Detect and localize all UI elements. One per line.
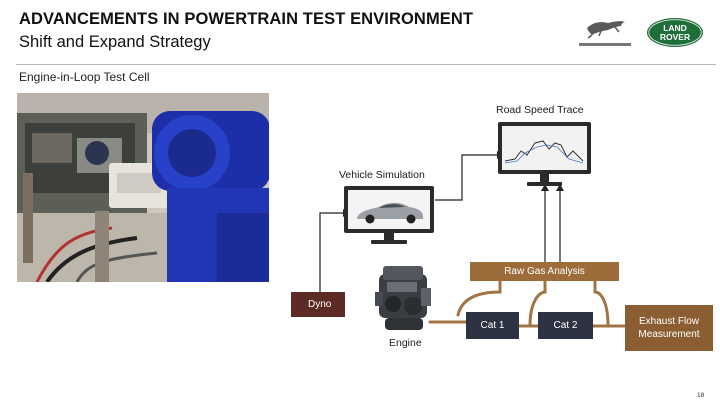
exhaust-flow-measurement-box: Exhaust Flow Measurement xyxy=(625,305,713,351)
engine-icon xyxy=(375,266,431,330)
engine-label: Engine xyxy=(389,337,422,349)
road-speed-trace-label: Road Speed Trace xyxy=(496,104,584,116)
raw-gas-analysis-box: Raw Gas Analysis xyxy=(470,262,619,281)
page-number: 18 xyxy=(697,392,705,399)
header-divider xyxy=(16,64,716,65)
land-rover-line2: ROVER xyxy=(660,32,690,42)
land-rover-logo: LAND ROVER xyxy=(647,18,703,47)
vehicle-simulation-monitor xyxy=(344,186,434,244)
land-rover-line1: LAND xyxy=(663,23,687,33)
page-title: ADVANCEMENTS IN POWERTRAIN TEST ENVIRONM… xyxy=(19,10,474,28)
jaguar-logo xyxy=(579,21,631,46)
vehicle-simulation-label: Vehicle Simulation xyxy=(339,169,425,181)
road-speed-monitor xyxy=(498,122,591,186)
dyno-box: Dyno xyxy=(291,292,345,317)
cat-2-box: Cat 2 xyxy=(538,312,593,339)
cat-1-box: Cat 1 xyxy=(466,312,519,339)
section-label: Engine-in-Loop Test Cell xyxy=(19,70,150,84)
test-cell-photo xyxy=(17,93,269,282)
exhaust-line-2: Measurement xyxy=(638,329,700,340)
page-subtitle: Shift and Expand Strategy xyxy=(19,33,211,51)
exhaust-line-1: Exhaust Flow xyxy=(638,316,700,327)
